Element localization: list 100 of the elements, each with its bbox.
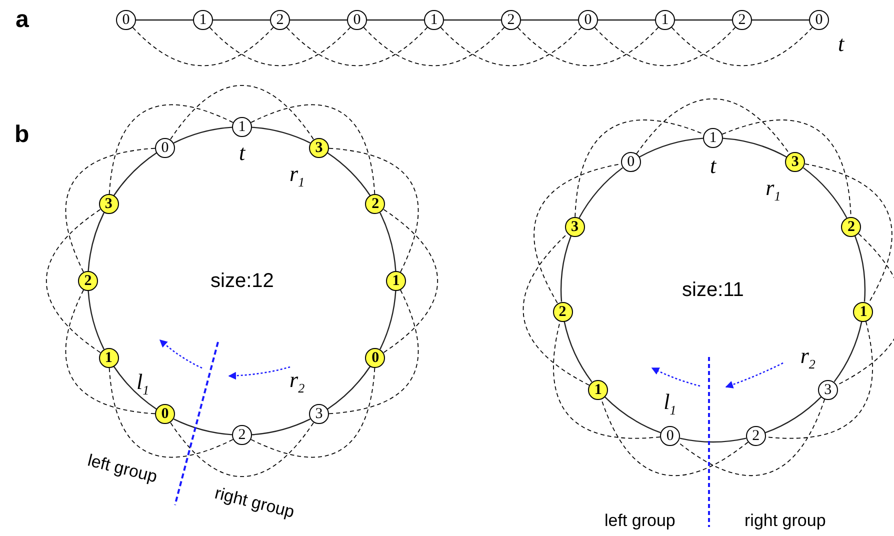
state-circle: 0 [578, 10, 598, 30]
connector-line [380, 212, 396, 272]
state-circle: 1 [193, 10, 213, 30]
state-circle: 2 [552, 302, 573, 322]
connector-line [136, 19, 193, 21]
state-circle: 2 [732, 10, 752, 30]
connector-line [113, 366, 157, 410]
connector-line [722, 138, 787, 158]
connector-line [854, 236, 866, 302]
state-circle: 1 [703, 128, 723, 148]
connector-line [834, 321, 862, 382]
dashed-arc [170, 84, 314, 140]
connector-line [639, 138, 704, 158]
dashed-arc [678, 398, 826, 476]
size-label: size:11 [682, 280, 744, 300]
group-label: right group [212, 484, 296, 520]
dashed-arc [65, 290, 156, 414]
dashed-arc [363, 26, 505, 66]
state-circle: 3 [309, 138, 329, 158]
state-circle: 1 [386, 271, 406, 291]
dashed-arc [328, 148, 419, 272]
state-circle: 3 [309, 404, 329, 424]
state-circle: 0 [347, 10, 367, 30]
connector-line [88, 290, 104, 350]
dashed-arc [517, 26, 659, 66]
dashed-arc [108, 104, 234, 194]
dashed-arc [523, 233, 590, 386]
state-circle: 3 [785, 152, 806, 172]
state-circle: 2 [841, 216, 862, 237]
state-circle: 2 [232, 425, 252, 445]
dashed-arc [108, 368, 234, 458]
connector-line [765, 396, 822, 434]
node-annotation: r$_{2}$ [290, 369, 305, 398]
dashed-arc [46, 209, 101, 353]
state-circle: 0 [365, 348, 386, 368]
connector-line [113, 152, 157, 196]
state-circle: 1 [424, 10, 444, 30]
state-circle: 1 [588, 380, 608, 400]
dashed-arc [836, 233, 894, 386]
connector-line [252, 126, 310, 144]
dashed-arc [132, 26, 274, 66]
dashed-arc [600, 398, 748, 476]
node-annotation: t [239, 142, 246, 164]
connector-line [752, 19, 809, 21]
state-circle: 3 [564, 216, 585, 237]
connector-line [380, 290, 396, 350]
connector-line [803, 167, 848, 218]
panel-label: b [14, 123, 30, 147]
group-label: left group [86, 451, 158, 485]
state-circle: 0 [155, 138, 175, 158]
dashed-arc [209, 26, 351, 66]
connector-line [680, 438, 746, 442]
connector-line [174, 126, 232, 144]
node-annotation: r$_{2}$ [800, 344, 816, 373]
size-label: size:12 [210, 271, 274, 291]
node-annotation: r$_{1}$ [766, 177, 781, 206]
dashed-arc [328, 290, 419, 414]
state-circle: 2 [78, 271, 98, 291]
node-annotation: r$_{1}$ [290, 162, 305, 192]
connector-line [88, 212, 104, 272]
connector-line [213, 19, 270, 21]
dashed-arc [534, 163, 622, 304]
connector-line [290, 19, 347, 21]
state-circle: 2 [270, 10, 290, 30]
dashed-arc [671, 26, 813, 66]
dashed-arc [170, 422, 314, 478]
state-circle: 0 [116, 10, 136, 30]
state-circle: 3 [98, 194, 119, 214]
state-circle: 0 [155, 404, 175, 424]
dashed-arc [250, 368, 376, 458]
group-label: right group [744, 512, 826, 528]
state-circle: 1 [232, 117, 252, 137]
dashed-arc [65, 148, 156, 272]
state-circle: 0 [809, 10, 829, 30]
state-circle: 1 [853, 302, 874, 322]
connector-line [578, 167, 623, 218]
dashed-arc [286, 26, 428, 66]
connector-line [675, 19, 732, 21]
connector-line [598, 19, 655, 21]
node-annotation: l$_{1}$ [136, 371, 150, 400]
state-circle: 0 [620, 152, 641, 172]
connector-line [444, 19, 501, 21]
dashed-arc [250, 104, 376, 194]
dashed-arc [804, 163, 892, 304]
dashed-arc [440, 26, 582, 66]
state-circle: 2 [501, 10, 521, 30]
connector-line [604, 396, 661, 434]
dashed-arc [636, 98, 790, 154]
panel-label: a [16, 8, 29, 32]
state-circle: 1 [655, 10, 675, 30]
connector-line [560, 236, 572, 302]
dashed-arc [594, 26, 736, 66]
connector-line [327, 366, 371, 410]
state-circle: 3 [818, 380, 838, 400]
node-annotation: t [838, 33, 844, 55]
connector-line [521, 19, 578, 21]
state-circle: 0 [660, 426, 680, 446]
state-circle: 2 [746, 426, 766, 446]
connector-line [367, 19, 424, 21]
node-annotation: t [710, 155, 716, 177]
